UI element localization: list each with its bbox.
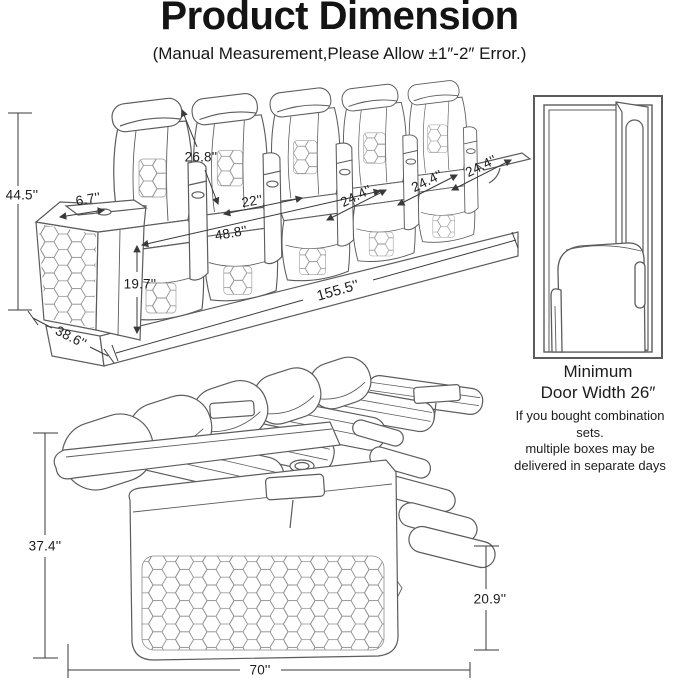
door-illustration [533, 95, 663, 359]
dim-reclined-height: 37.4'' [28, 538, 62, 554]
page-subtitle: (Manual Measurement,Please Allow ±1″-2″ … [152, 44, 527, 63]
combination-sets-note-line1: If you bought combination sets. [515, 408, 665, 440]
page-title: Product Dimension [160, 0, 519, 38]
bottom-sofa-dimension-lines [33, 432, 499, 678]
dim-seat-height: 19.7'' [123, 276, 157, 292]
door-width-label-line2: Door Width 26″ [540, 383, 656, 402]
left-armrest [34, 199, 148, 341]
tray-table [209, 384, 461, 529]
top-sofa-dimension-lines [8, 108, 519, 364]
combination-sets-note: If you bought combination sets. multiple… [503, 408, 677, 474]
dim-backrest-length: 26.8'' [184, 149, 218, 165]
dim-bottom-width: 70'' [249, 662, 271, 678]
door-width-label: Minimum Door Width 26″ [517, 361, 679, 403]
door-width-label-line1: Minimum [563, 362, 633, 381]
bottom-sofa-illustration [53, 356, 496, 661]
top-sofa-illustration [34, 79, 532, 367]
combination-sets-note-line3: delivered in separate days [514, 457, 666, 473]
recliner-in-doorway [550, 242, 646, 353]
combination-sets-note-line2: multiple boxes may be [525, 441, 655, 456]
dim-footrest-height: 20.9'' [473, 591, 507, 607]
dim-overall-height: 44.5'' [5, 187, 39, 203]
